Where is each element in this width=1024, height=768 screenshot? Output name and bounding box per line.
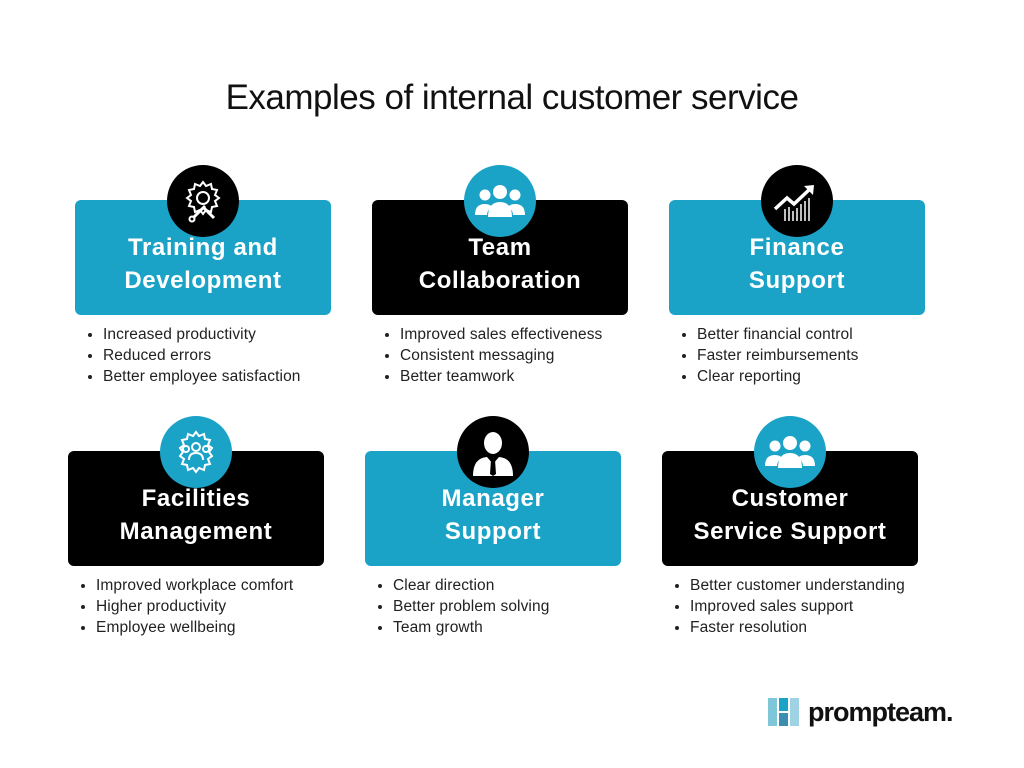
list-item: Employee wellbeing [80, 617, 293, 638]
people-group-icon [754, 416, 826, 488]
list-item: Improved workplace comfort [80, 577, 294, 594]
bullet-list: Better customer understanding Improved s… [674, 575, 905, 638]
list-item: Consistent messaging [384, 345, 602, 366]
page-title: Examples of internal customer service [225, 78, 799, 117]
card-title-line2: Management [119, 517, 273, 545]
bullet-list: Better financial control Faster reimburs… [681, 324, 858, 387]
list-item: Higher productivity [80, 596, 293, 617]
growth-chart-icon [761, 165, 833, 237]
list-item: Better customer understanding [675, 577, 905, 594]
card-title-line1: Finance [749, 233, 845, 261]
card-title-line1: Training and [128, 233, 278, 261]
gear-tools-icon [167, 165, 239, 237]
list-item: Reduced errors [88, 345, 301, 366]
card-title-line2: Service Support [693, 517, 887, 545]
list-item: Faster resolution [675, 617, 905, 638]
card-title-line2: Development [124, 266, 282, 294]
bullet-list: Improved sales effectiveness Consistent … [384, 324, 602, 387]
list-item: Faster reimbursements [681, 347, 859, 364]
people-gear-icon [160, 416, 232, 488]
card-title-line2: Support [444, 517, 542, 545]
bullet-list: Clear direction Better problem solving T… [377, 575, 549, 638]
card-title-line1: Customer [731, 484, 849, 512]
brand-logo: prompteam. [768, 696, 954, 728]
list-item: Improved sales effectiveness [384, 326, 603, 343]
list-item: Increased productivity [88, 324, 301, 345]
card-title-line1: Facilities [141, 484, 251, 512]
bullet-list: Increased productivity Reduced errors Be… [87, 324, 301, 387]
bullet-list: Improved workplace comfort Higher produc… [80, 575, 293, 638]
list-item: Better employee satisfaction [88, 368, 301, 385]
logo-mark-icon [768, 696, 800, 728]
list-item: Clear reporting [681, 366, 858, 387]
logo-wordmark: prompteam. [808, 697, 954, 727]
list-item: Better teamwork [384, 366, 602, 387]
card-title-line2: Collaboration [418, 266, 582, 294]
manager-person-icon [457, 416, 529, 488]
card-title-line1: Team [468, 233, 532, 261]
people-group-icon [464, 165, 536, 237]
list-item: Team growth [377, 617, 549, 638]
list-item: Better financial control [681, 324, 858, 345]
list-item: Improved sales support [675, 596, 905, 617]
card-title-line2: Support [748, 266, 846, 294]
list-item: Better problem solving [377, 598, 550, 615]
card-title-line1: Manager [441, 484, 545, 512]
list-item: Clear direction [377, 575, 549, 596]
